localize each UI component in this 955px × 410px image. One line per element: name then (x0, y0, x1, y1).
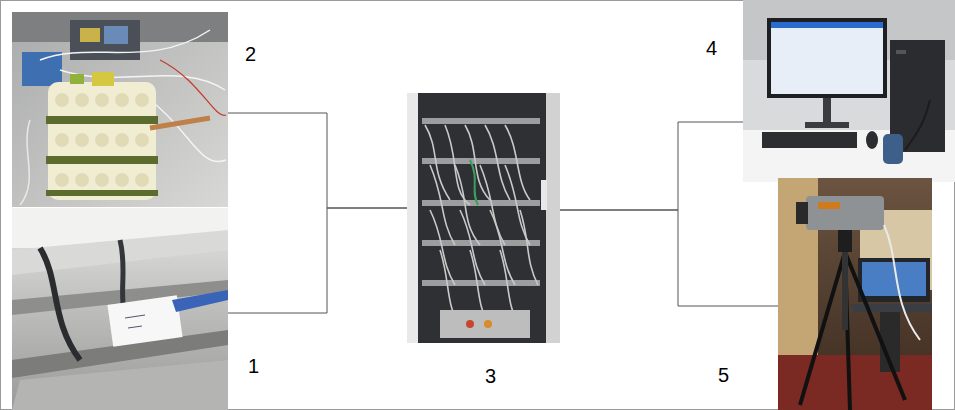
callout-number: 2 (245, 42, 256, 66)
photo-frame: 5 (778, 178, 932, 410)
bench-photo (12, 12, 228, 207)
photo-frame: 1 (12, 208, 228, 410)
computer-photo (743, 0, 955, 182)
photo-frame: 2 (12, 12, 228, 207)
cabinet-photo (407, 93, 560, 343)
connector-line (228, 113, 407, 208)
connector-line (228, 208, 407, 313)
photo-frame: 4 (743, 0, 955, 182)
callout-number: 4 (706, 36, 717, 60)
callout-number: 1 (248, 354, 259, 378)
callout-number: 5 (718, 363, 729, 387)
camera-photo (778, 178, 932, 410)
connector-line (560, 210, 778, 306)
connector-line (560, 122, 743, 210)
shelf-photo (12, 208, 228, 410)
photo-frame: 3 (407, 93, 560, 343)
callout-number: 3 (485, 364, 496, 388)
